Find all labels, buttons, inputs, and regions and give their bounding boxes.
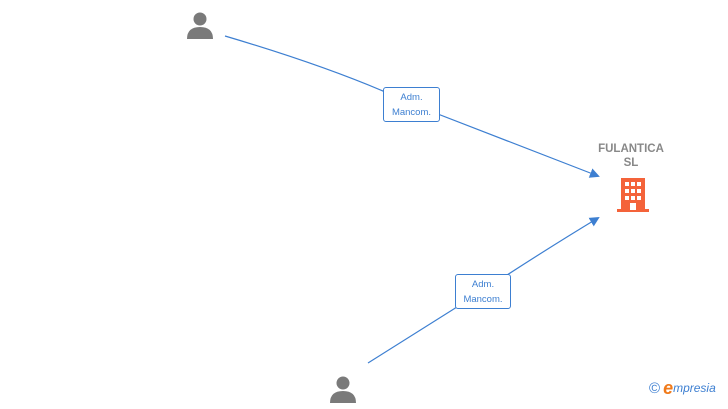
edge-label-bottom: Adm. Mancom. (455, 274, 511, 309)
person-node-top[interactable] (185, 10, 215, 45)
person-icon (187, 12, 213, 39)
brand-logo-initial: e (663, 378, 674, 398)
person-node-bottom[interactable] (328, 374, 358, 409)
brand-footer: © e mpresia (649, 379, 716, 397)
company-name-line1: FULANTICA (598, 143, 664, 155)
company-name-line2: SL (623, 157, 639, 169)
building-icon (617, 178, 649, 212)
company-name[interactable]: FULANTICA SL (586, 142, 676, 170)
edge-label-line2: Mancom. (463, 294, 503, 305)
copyright-icon: © (649, 379, 661, 397)
edge-label-line1: Adm. (400, 92, 423, 103)
brand-logo-text: mpresia (673, 381, 716, 395)
edge-label-top: Adm. Mancom. (383, 87, 440, 122)
edge-label-line2: Mancom. (391, 107, 432, 118)
company-node[interactable] (617, 178, 649, 217)
edge-label-line1: Adm. (471, 279, 495, 290)
